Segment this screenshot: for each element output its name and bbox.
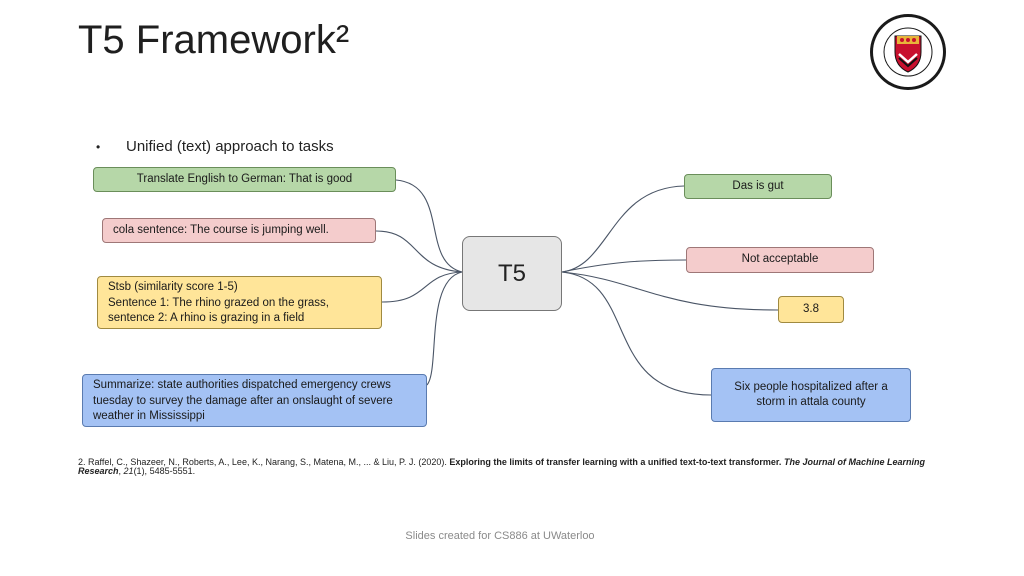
bullet-dot: • xyxy=(96,140,101,154)
citation-authors: Raffel, C., Shazeer, N., Roberts, A., Le… xyxy=(88,457,447,467)
citation-marker: 2. xyxy=(78,457,86,467)
input-summarize-line-2: tuesday to survey the damage after an on… xyxy=(93,394,393,407)
output-translate-text: Das is gut xyxy=(732,179,784,192)
link-summarize-input xyxy=(426,271,463,386)
citation: 2. Raffel, C., Shazeer, N., Roberts, A.,… xyxy=(78,457,925,476)
input-stsb-line-2: Sentence 1: The rhino grazed on the gras… xyxy=(108,296,329,309)
output-stsb-box: 3.8 xyxy=(778,296,844,323)
university-of-waterloo-seal-icon xyxy=(870,14,946,90)
output-translate-box: Das is gut xyxy=(684,174,832,199)
link-cola-input xyxy=(375,230,463,273)
link-translate-output xyxy=(561,185,685,273)
citation-volume: 21 xyxy=(123,466,134,476)
citation-paper-title: Exploring the limits of transfer learnin… xyxy=(449,457,782,467)
input-stsb-line-1: Stsb (similarity score 1-5) xyxy=(108,281,238,293)
link-translate-input xyxy=(395,179,463,273)
input-stsb-line-3: sentence 2: A rhino is grazing in a fiel… xyxy=(108,312,305,324)
input-cola-text: cola sentence: The course is jumping wel… xyxy=(113,223,329,236)
input-stsb-box: Stsb (similarity score 1-5) Sentence 1: … xyxy=(97,276,382,329)
input-summarize-line-3: weather in Mississippi xyxy=(93,410,205,422)
output-cola-text: Not acceptable xyxy=(741,253,819,266)
input-translate-box: Translate English to German: That is goo… xyxy=(93,167,396,192)
t5-hub-node: T5 xyxy=(462,236,562,311)
output-summarize-box: Six people hospitalized after a storm in… xyxy=(711,368,911,422)
link-stsb-input xyxy=(381,271,463,303)
input-summarize-line-1: Summarize: state authorities dispatched … xyxy=(93,379,391,391)
output-summarize-line-1: Six people hospitalized after a xyxy=(734,380,888,393)
link-stsb-output xyxy=(561,271,779,311)
bullet-text: Unified (text) approach to tasks xyxy=(126,138,334,155)
link-summarize-output xyxy=(561,271,712,396)
bullet-item: • Unified (text) approach to tasks xyxy=(96,138,334,155)
link-cola-output xyxy=(561,259,687,273)
output-cola-box: Not acceptable xyxy=(686,247,874,273)
input-summarize-box: Summarize: state authorities dispatched … xyxy=(82,374,427,427)
input-translate-text: Translate English to German: That is goo… xyxy=(136,172,353,185)
output-stsb-text: 3.8 xyxy=(803,302,819,315)
slide-title: T5 Framework² xyxy=(78,18,350,62)
citation-journal: The Journal of Machine Learning Research xyxy=(78,457,925,476)
slide-footer: Slides created for CS886 at UWaterloo xyxy=(405,530,595,542)
citation-issue-pages: (1), 5485-5551. xyxy=(133,466,196,476)
output-summarize-line-2: storm in attala county xyxy=(756,396,866,408)
input-cola-box: cola sentence: The course is jumping wel… xyxy=(102,218,376,243)
